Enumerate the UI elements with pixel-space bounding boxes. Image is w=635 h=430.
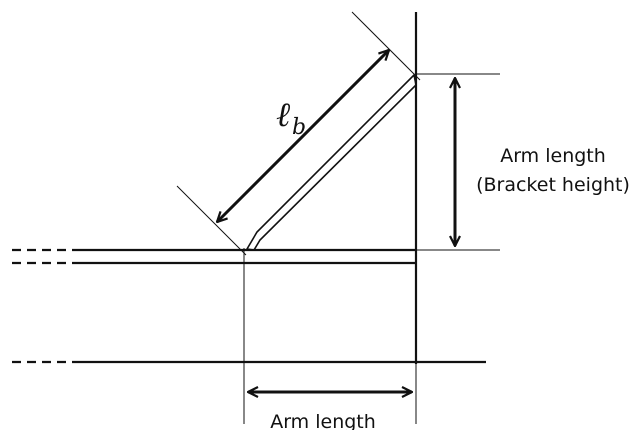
extension-line-lb-upper bbox=[351, 11, 421, 81]
arm-length-vertical-label-line2: (Bracket height) bbox=[476, 174, 630, 196]
arm-length-horizontal-label: Arm length bbox=[270, 411, 376, 430]
arm-length-vertical-label-line1: Arm length bbox=[500, 145, 606, 167]
bracket-diagonal bbox=[245, 73, 417, 251]
lb-label-subscript: b bbox=[292, 115, 306, 140]
lb-label-symbol: ℓ bbox=[276, 95, 290, 135]
lb-dimension-arrow bbox=[217, 50, 389, 222]
extension-line-lb-lower bbox=[176, 185, 247, 256]
